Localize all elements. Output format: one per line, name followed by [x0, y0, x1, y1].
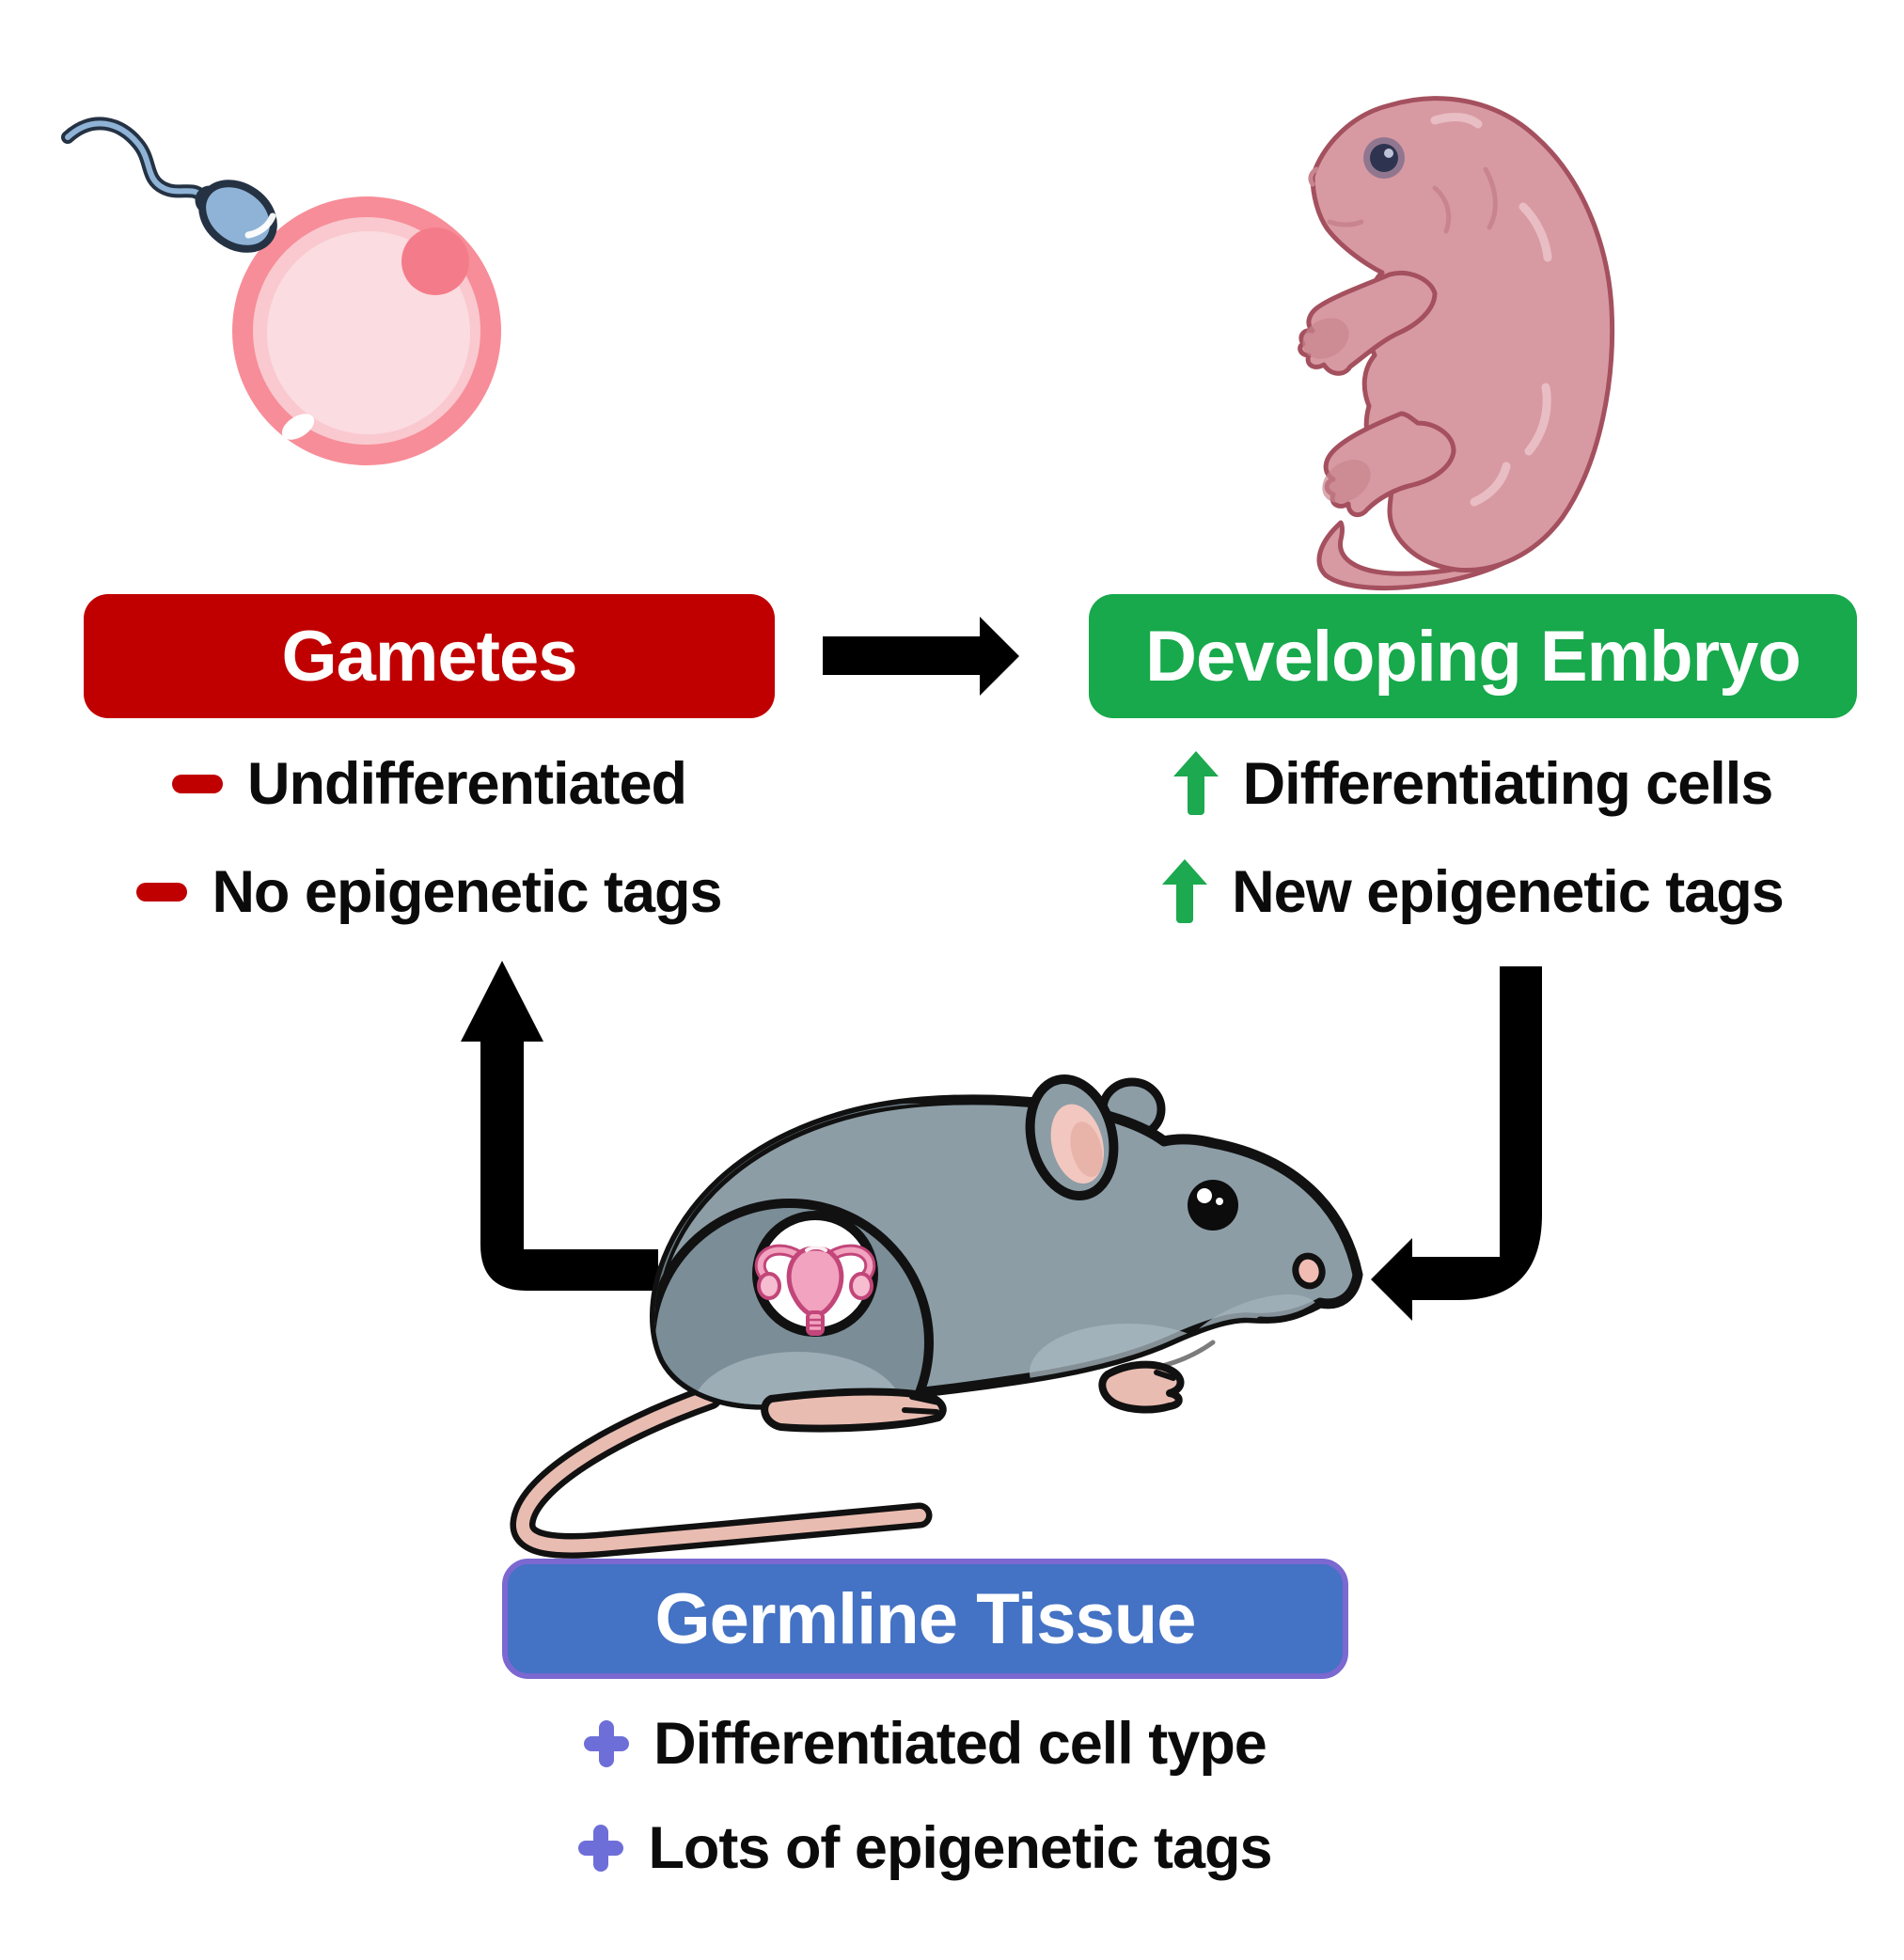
bullet-label: New epigenetic tags — [1232, 858, 1785, 925]
list-item: Differentiated cell type — [502, 1691, 1348, 1795]
uterus-icon — [752, 1211, 878, 1337]
mouse-ear-front — [1025, 1074, 1119, 1201]
mouse-tail — [510, 1384, 933, 1559]
left-cycle-arrow-icon — [1371, 966, 1542, 1321]
germline-bullet-list: Differentiated cell type Lots of epigene… — [502, 1691, 1348, 1900]
mouse-eye — [1188, 1180, 1238, 1231]
mouse-nose — [1292, 1252, 1326, 1290]
plus-icon — [584, 1719, 630, 1767]
list-item: Lots of epigenetic tags — [502, 1795, 1348, 1900]
bullet-label: Undifferentiated — [246, 750, 687, 817]
minus-icon — [171, 774, 223, 793]
mouse-hind-foot — [761, 1388, 947, 1433]
developing-embryo-label: Developing Embryo — [1145, 616, 1802, 697]
plus-icon — [578, 1824, 624, 1872]
developing-embryo-box: Developing Embryo — [1089, 594, 1857, 718]
developing-embryo-bullet-list: Differentiating cells New epigenetic tag… — [1089, 729, 1857, 946]
gametes-bullet-list: Undifferentiated No epigenetic tags — [84, 729, 775, 946]
bullet-label: Lots of epigenetic tags — [648, 1814, 1272, 1881]
bullet-label: No epigenetic tags — [212, 858, 722, 925]
list-item: Differentiating cells — [1089, 729, 1857, 838]
up-arrow-icon — [1162, 858, 1208, 925]
minus-icon — [136, 882, 188, 902]
gametes-box: Gametes — [84, 594, 775, 718]
mouse-icon — [510, 1074, 1363, 1559]
embryo-eye — [1363, 137, 1405, 179]
bullet-label: Differentiated cell type — [653, 1710, 1267, 1777]
gametes-label: Gametes — [281, 616, 577, 697]
mouse-front-paw — [1098, 1360, 1185, 1414]
germline-tissue-box: Germline Tissue — [502, 1559, 1348, 1679]
up-cycle-arrow-icon — [461, 961, 658, 1291]
right-arrow-icon — [823, 617, 1019, 696]
mouse-embryo-icon — [1298, 96, 1615, 590]
up-arrow-icon — [1172, 750, 1219, 817]
bullet-label: Differentiating cells — [1242, 750, 1774, 817]
mouse-mouth — [1256, 1299, 1324, 1324]
list-item: Undifferentiated — [84, 729, 775, 838]
list-item: New epigenetic tags — [1089, 838, 1857, 946]
egg-icon — [232, 196, 501, 465]
list-item: No epigenetic tags — [84, 838, 775, 946]
sperm-icon — [61, 117, 277, 253]
germline-tissue-label: Germline Tissue — [654, 1578, 1197, 1659]
sperm-and-egg-icon — [61, 117, 501, 465]
